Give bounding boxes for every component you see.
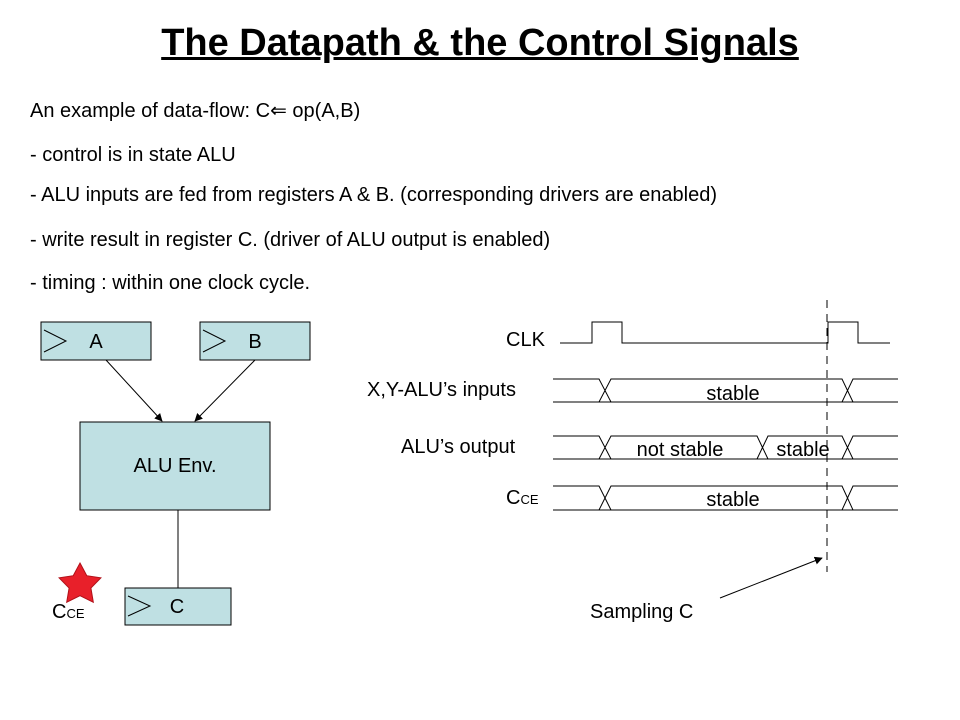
alu-env-label: ALU Env. [134,455,217,477]
bullet-timing: - timing : within one clock cycle. [30,272,311,294]
bullet-control-state: - control is in state ALU [30,144,236,166]
clk-label: CLK [506,329,546,351]
dataflow-example: An example of data-flow: C⇐ op(A,B) [30,100,361,122]
star-icon [58,561,102,604]
cce-timing-label: CCE [506,487,539,509]
register-a-label: A [89,331,103,353]
cce-label: CCE [52,601,85,623]
clk-waveform [560,321,890,344]
register-b-label: B [248,331,261,353]
output-label: ALU’s output [401,436,516,458]
sampling-label: Sampling C [590,601,693,623]
bullet-alu-inputs: - ALU inputs are fed from registers A & … [30,184,718,206]
page-title: The Datapath & the Control Signals [161,22,799,64]
sampling-arrow [719,556,823,599]
clock-input-icon [202,329,227,353]
register-b: B [199,321,311,361]
output-stable-label: stable [776,439,829,461]
register-c: C [124,587,232,626]
clock-input-icon [127,595,152,617]
inputs-state-label: stable [706,383,759,405]
output-waveform [553,435,898,460]
cce-waveform [553,485,898,511]
inputs-label: X,Y-ALU’s inputs [367,379,516,401]
clock-input-icon [43,329,68,353]
arrow-a-to-alu [105,359,163,422]
output-not-stable-label: not stable [637,439,724,461]
register-c-label: C [170,596,184,618]
bullet-write-result: - write result in register C. (driver of… [30,229,551,251]
cce-state-label: stable [706,489,759,511]
inputs-waveform [553,378,898,403]
register-a: A [40,321,152,361]
alu-env-block: ALU Env. [79,421,271,511]
arrow-b-to-alu [194,359,256,422]
